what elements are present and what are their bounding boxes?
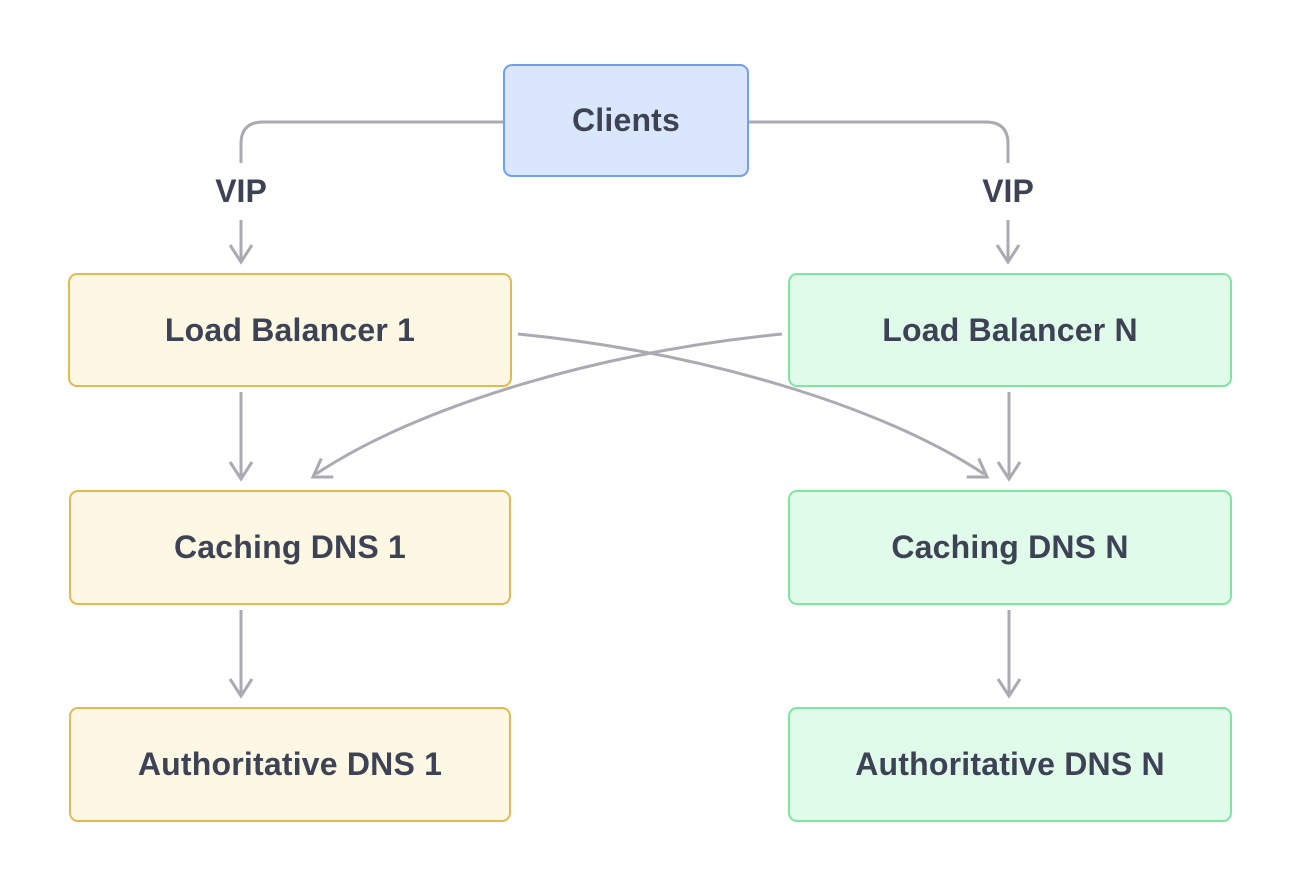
arrowhead-lbn-to-caching1 — [310, 457, 334, 479]
node-authoritative-dns-n-label: Authoritative DNS N — [855, 746, 1165, 782]
edge-clients-to-lbn-elbow — [749, 120, 1010, 163]
node-authoritative-dns-1-label: Authoritative DNS 1 — [137, 746, 443, 782]
arrowhead-clients-to-lbn — [995, 244, 1021, 265]
node-clients-label: Clients — [571, 102, 681, 138]
node-load-balancer-n: Load Balancer N — [788, 273, 1232, 387]
node-clients: Clients — [503, 64, 749, 177]
node-caching-dns-n: Caching DNS N — [788, 490, 1232, 605]
edge-label-vip-left: VIP — [186, 173, 296, 210]
node-caching-dns-1: Caching DNS 1 — [69, 490, 511, 605]
node-load-balancer-1-label: Load Balancer 1 — [164, 311, 416, 348]
node-load-balancer-1: Load Balancer 1 — [68, 273, 512, 387]
arrowhead-cachingn-to-authn — [996, 678, 1022, 699]
edge-label-vip-right: VIP — [953, 173, 1063, 210]
node-load-balancer-n-label: Load Balancer N — [882, 311, 1138, 348]
node-caching-dns-n-label: Caching DNS N — [891, 529, 1129, 565]
arrowhead-lbn-to-cachingn — [996, 461, 1022, 482]
node-authoritative-dns-1: Authoritative DNS 1 — [69, 707, 511, 822]
arrowhead-lb1-to-caching1 — [228, 461, 254, 482]
arrowhead-caching1-to-auth1 — [228, 678, 254, 699]
node-authoritative-dns-n: Authoritative DNS N — [788, 707, 1232, 822]
edge-clients-to-lb1-elbow — [239, 120, 503, 163]
arrowhead-clients-to-lb1 — [228, 244, 254, 265]
arrowhead-lb1-to-cachingn — [966, 457, 990, 479]
node-caching-dns-1-label: Caching DNS 1 — [174, 529, 406, 565]
